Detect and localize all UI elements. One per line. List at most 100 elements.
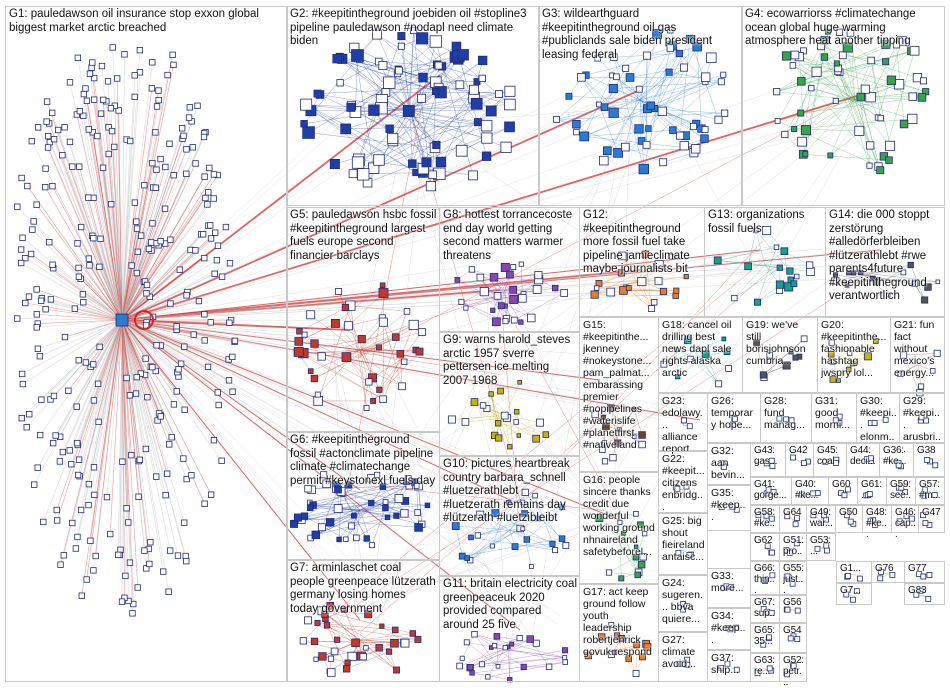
node[interactable]: [153, 166, 160, 173]
node[interactable]: [398, 382, 406, 391]
node[interactable]: [133, 269, 141, 277]
group-box-g46[interactable]: G46: cap...: [891, 505, 919, 540]
group-box-g14[interactable]: G14: die 000 stoppt zerstörung #alledörf…: [825, 207, 945, 317]
group-box-g11[interactable]: G11: britain electricity coal greenpeace…: [439, 576, 580, 682]
node[interactable]: [631, 434, 637, 439]
node[interactable]: [204, 201, 211, 208]
node[interactable]: [302, 126, 315, 139]
node[interactable]: [447, 415, 456, 424]
node[interactable]: [573, 128, 580, 136]
node[interactable]: [42, 306, 49, 313]
node[interactable]: [781, 130, 789, 139]
node[interactable]: [833, 60, 840, 67]
node[interactable]: [91, 74, 98, 82]
node[interactable]: [210, 437, 218, 444]
node[interactable]: [867, 56, 875, 65]
node[interactable]: [713, 256, 722, 265]
node[interactable]: [210, 195, 217, 202]
node[interactable]: [669, 126, 677, 134]
node[interactable]: [622, 64, 630, 72]
node[interactable]: [532, 285, 542, 294]
group-box-g34[interactable]: G34: #keep...: [707, 608, 751, 650]
group-box-g32[interactable]: G32: aan bevin...: [707, 443, 751, 485]
node[interactable]: [714, 115, 723, 124]
node[interactable]: [343, 321, 353, 331]
node[interactable]: [507, 444, 513, 450]
node[interactable]: [517, 379, 523, 385]
group-box-g27[interactable]: G27: climate avoid...: [658, 632, 708, 682]
node[interactable]: [383, 76, 396, 89]
node[interactable]: [527, 313, 536, 323]
node[interactable]: [504, 98, 516, 111]
node[interactable]: [60, 552, 67, 559]
node[interactable]: [811, 66, 822, 77]
node[interactable]: [162, 163, 169, 171]
node[interactable]: [141, 182, 148, 189]
node[interactable]: [161, 205, 169, 212]
node[interactable]: [142, 355, 149, 362]
node[interactable]: [606, 287, 616, 297]
node[interactable]: [641, 250, 650, 259]
node[interactable]: [200, 231, 207, 238]
node[interactable]: [631, 407, 637, 412]
node[interactable]: [215, 401, 222, 409]
node[interactable]: [325, 518, 335, 527]
node[interactable]: [183, 292, 190, 299]
node[interactable]: [129, 610, 136, 617]
node[interactable]: [50, 136, 58, 143]
node[interactable]: [594, 54, 601, 62]
node[interactable]: [69, 519, 76, 527]
group-box-g47[interactable]: G47: [918, 505, 945, 533]
node[interactable]: [53, 517, 61, 524]
node[interactable]: [86, 70, 94, 77]
node[interactable]: [835, 28, 844, 36]
node[interactable]: [145, 245, 153, 253]
node[interactable]: [780, 247, 789, 255]
group-box-g48[interactable]: G48: #ke...: [862, 505, 892, 540]
node[interactable]: [137, 370, 144, 377]
node[interactable]: [170, 61, 177, 69]
node[interactable]: [659, 158, 668, 167]
node[interactable]: [201, 173, 208, 180]
node[interactable]: [701, 72, 711, 82]
group-box-g13[interactable]: G13: organizations fossil fuels: [704, 207, 826, 317]
node[interactable]: [654, 260, 664, 269]
node[interactable]: [55, 126, 62, 134]
node[interactable]: [497, 387, 504, 395]
node[interactable]: [307, 368, 314, 374]
node[interactable]: [200, 133, 208, 141]
node[interactable]: [776, 264, 783, 271]
node[interactable]: [608, 83, 618, 94]
node[interactable]: [341, 352, 352, 362]
group-box-g6[interactable]: G6: #keepitintheground fossil #actonclim…: [286, 432, 440, 560]
node[interactable]: [18, 370, 26, 378]
node[interactable]: [490, 307, 496, 313]
node[interactable]: [842, 42, 853, 53]
node[interactable]: [455, 144, 468, 157]
node[interactable]: [73, 403, 80, 410]
group-box-g60[interactable]: G60: [828, 477, 858, 505]
node[interactable]: [38, 396, 45, 403]
node[interactable]: [85, 501, 92, 509]
node[interactable]: [341, 303, 350, 312]
node[interactable]: [30, 218, 37, 225]
node[interactable]: [637, 276, 647, 287]
group-box-g41[interactable]: G41: gorge...: [750, 477, 792, 505]
node[interactable]: [45, 132, 52, 140]
node[interactable]: [34, 464, 41, 471]
node[interactable]: [744, 262, 752, 271]
node[interactable]: [152, 129, 159, 136]
node[interactable]: [207, 235, 215, 242]
node[interactable]: [676, 131, 685, 140]
group-box-g10[interactable]: G10: pictures heartbreak country barbara…: [439, 456, 580, 576]
node[interactable]: [907, 261, 914, 269]
node[interactable]: [335, 288, 343, 295]
node[interactable]: [95, 418, 102, 426]
node[interactable]: [691, 144, 701, 154]
node[interactable]: [165, 588, 172, 595]
node[interactable]: [669, 253, 675, 260]
node[interactable]: [479, 287, 489, 297]
node[interactable]: [214, 389, 221, 396]
group-box-g26[interactable]: G26: temporary hope...: [707, 393, 761, 443]
node[interactable]: [128, 262, 135, 269]
